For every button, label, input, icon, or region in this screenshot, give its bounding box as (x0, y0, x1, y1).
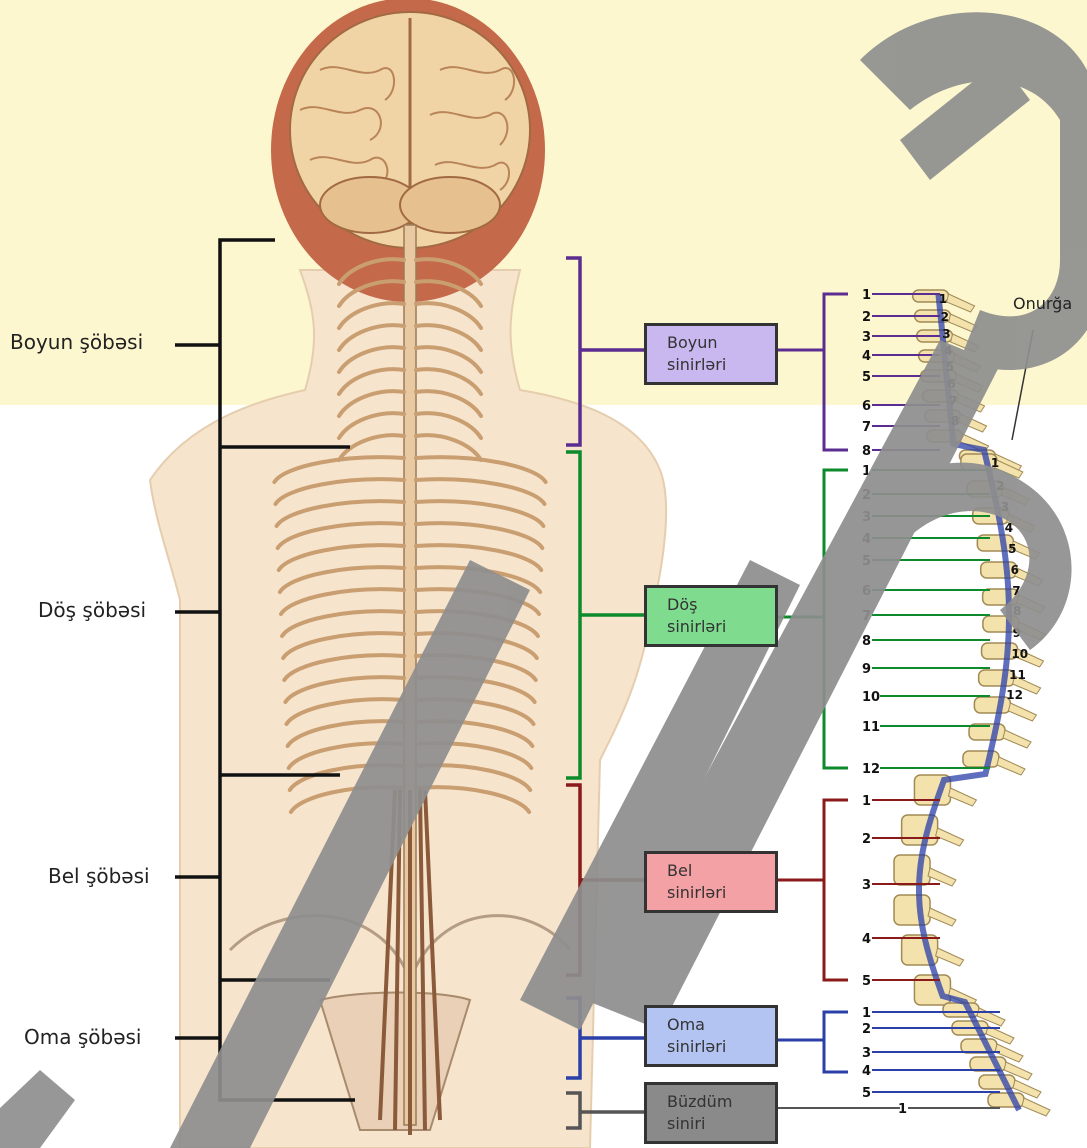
sacral-nerves-box: Oma sinirləri (644, 1005, 778, 1067)
segment-number: 7 (862, 420, 871, 435)
box-line-2: sinirləri (667, 882, 775, 904)
segment-number: 5 (862, 370, 871, 385)
box-line-2: siniri (667, 1113, 775, 1135)
spinous-process (948, 788, 976, 806)
spine-label: Onurğa (1013, 294, 1072, 313)
vertebra-number: 5 (1008, 542, 1016, 556)
vertebra (894, 855, 930, 885)
segment-number: 1 (898, 1102, 907, 1117)
box-line-1: Bel (667, 860, 775, 882)
spinous-process (936, 948, 964, 966)
box-line-1: Büzdüm (667, 1091, 775, 1113)
box-line-1: Oma (667, 1014, 775, 1036)
segment-number: 8 (862, 444, 871, 459)
spinous-process (928, 908, 956, 926)
lumbar-nerves-box: Bel sinirləri (644, 851, 778, 913)
segment-number: 4 (862, 349, 871, 364)
segment-bracket (824, 1012, 848, 1072)
box-line-2: sinirləri (667, 1036, 775, 1058)
section-label-cervical: Boyun şöbəsi (10, 330, 143, 354)
vertebra-number: 3 (942, 327, 950, 341)
segment-number: 10 (862, 690, 880, 705)
vertebra (974, 697, 1010, 713)
vertebra-number: 12 (1006, 688, 1023, 702)
vertebra-number: 10 (1011, 647, 1028, 661)
segment-bracket (824, 800, 848, 980)
vertebra-number: 2 (941, 310, 949, 324)
segment-number: 4 (862, 1064, 871, 1079)
section-label-lumbar: Bel şöbəsi (48, 864, 150, 888)
segment-number: 2 (862, 832, 871, 847)
section-label-sacral: Oma şöbəsi (24, 1025, 141, 1049)
segment-number: 1 (862, 288, 871, 303)
vertebra-number: 11 (1009, 668, 1026, 682)
segment-number: 9 (862, 662, 871, 677)
coccygeal-nerve-box: Büzdüm siniri (644, 1082, 778, 1144)
box-line-2: sinirləri (667, 354, 775, 376)
cervical-nerves-box: Boyun sinirləri (644, 323, 778, 385)
segment-number: 12 (862, 762, 880, 777)
segment-number: 8 (862, 634, 871, 649)
spinous-process (1008, 703, 1036, 721)
vertebra (963, 751, 999, 767)
segment-number: 1 (862, 1006, 871, 1021)
section-label-thoracic: Döş şöbəsi (38, 598, 146, 622)
thoracic-nerves-box: Döş sinirləri (644, 585, 778, 647)
segment-number: 3 (862, 1046, 871, 1061)
vertebra (894, 895, 930, 925)
vertebra-number: 6 (1011, 563, 1019, 577)
segment-number: 3 (862, 878, 871, 893)
spinous-process (1003, 730, 1031, 748)
spinous-process (997, 757, 1025, 775)
segment-number: 1 (862, 794, 871, 809)
segment-number: 3 (862, 330, 871, 345)
box-line-1: Döş (667, 594, 775, 616)
segment-number: 2 (862, 310, 871, 325)
segment-number: 5 (862, 1086, 871, 1101)
box-line-2: sinirləri (667, 616, 775, 638)
segment-number: 5 (862, 974, 871, 989)
segment-number: 6 (862, 399, 871, 414)
spinous-process (1022, 1098, 1050, 1116)
vertebra-number: 1 (939, 292, 947, 306)
segment-number: 11 (862, 720, 880, 735)
box-line-1: Boyun (667, 332, 775, 354)
segment-number: 4 (862, 932, 871, 947)
segment-number: 2 (862, 1022, 871, 1037)
